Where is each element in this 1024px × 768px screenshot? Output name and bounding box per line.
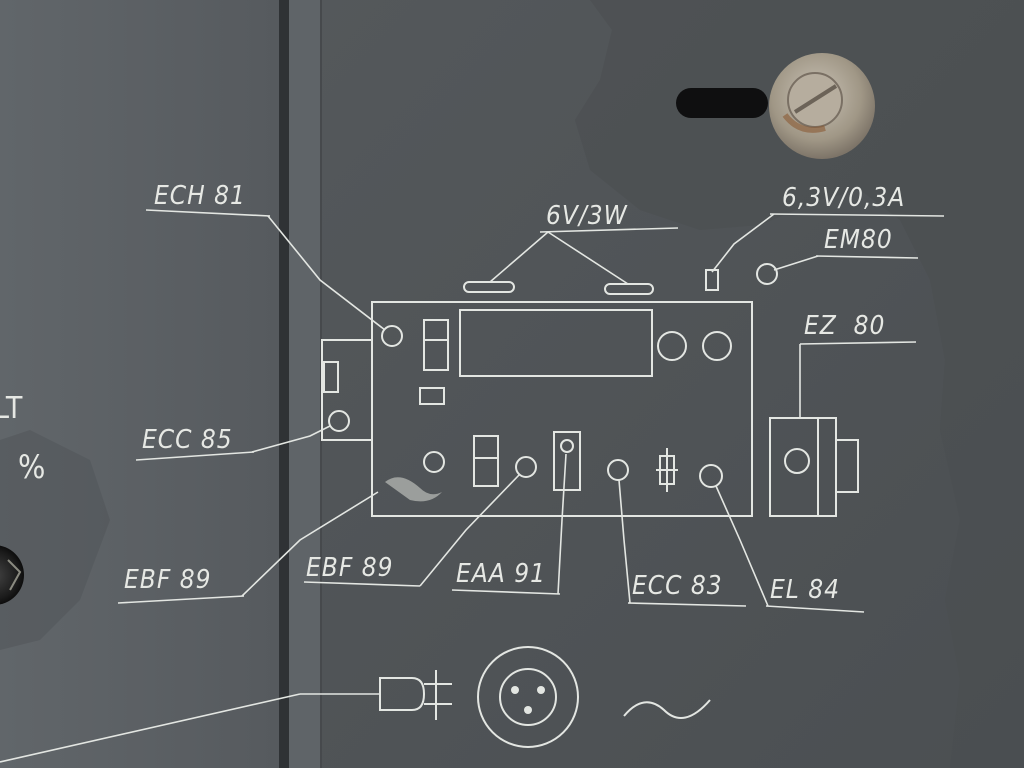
- ez80-underline: [799, 341, 917, 345]
- left-panel: [0, 0, 282, 768]
- plug-symbol: [379, 670, 452, 720]
- el84-underline: [765, 605, 865, 613]
- wear-patch-2: [0, 430, 110, 650]
- ebf89-left-underline: [117, 595, 245, 604]
- dial-window: [459, 309, 653, 377]
- em80-leader: [773, 255, 819, 271]
- socket-large-2: [702, 331, 732, 361]
- mains-leader: [0, 693, 301, 763]
- dial-lamp-left: [463, 281, 515, 293]
- eaa91-leader: [557, 453, 567, 595]
- label-ez80: EZ 80: [804, 311, 885, 341]
- label-ech81: ECH 81: [154, 181, 246, 211]
- socket-ech81: [381, 325, 403, 347]
- mounting-slot: [676, 88, 768, 118]
- ech81-leader: [267, 215, 386, 331]
- indicator-lamp-leader: [711, 213, 775, 273]
- socket-ecc83: [607, 459, 629, 481]
- ebf89-mid-leader: [419, 473, 521, 587]
- ecc85-leader: [251, 425, 331, 453]
- ecc83-leader: [618, 479, 631, 604]
- indicator-lamp: [705, 269, 719, 291]
- label-em80: EM80: [824, 225, 893, 255]
- component-block-1: [423, 319, 449, 371]
- label-ebf89-mid: EBF 89: [306, 553, 393, 583]
- knob: [0, 545, 24, 605]
- ebf89-mid-underline: [303, 581, 421, 587]
- panel-seam-shadow: [279, 0, 289, 768]
- ecc83-underline: [627, 602, 747, 607]
- em80-underline: [815, 255, 919, 259]
- dial-lamp-underline: [539, 227, 679, 233]
- wear-patch: [575, 0, 1024, 768]
- socket-symbol: [477, 646, 579, 748]
- component-block-4: [553, 431, 581, 491]
- capacitor-symbol: [656, 448, 678, 492]
- dial-lamp-leader-left: [489, 231, 549, 283]
- label-ecc83: ECC 83: [632, 571, 723, 601]
- el84-leader: [715, 485, 769, 607]
- left-panel-partial-percent: %: [18, 448, 46, 486]
- socket-el84: [699, 464, 723, 488]
- damage-mark: [385, 477, 442, 502]
- component-block-2: [419, 387, 445, 405]
- label-ebf89-left: EBF 89: [124, 565, 211, 595]
- panel-seam-strip: [289, 0, 321, 768]
- socket-ecc85: [328, 410, 350, 432]
- socket-em80: [756, 263, 778, 285]
- dial-lamp-leader-right: [547, 231, 629, 285]
- label-el84: EL 84: [770, 575, 840, 605]
- rectifier-block: [769, 417, 859, 517]
- label-eaa91: EAA 91: [456, 559, 546, 589]
- knob-highlight: [7, 559, 22, 591]
- ac-symbol: [623, 699, 711, 719]
- dial-lamp-right: [604, 283, 654, 295]
- label-dial-lamps: 6V/3W: [546, 201, 628, 231]
- bracket-block: [323, 361, 339, 393]
- socket-ebf89-a: [423, 451, 445, 473]
- eaa91-underline: [451, 589, 561, 595]
- screw-rust: [782, 113, 826, 133]
- socket-ebf89-b: [515, 456, 537, 478]
- indicator-lamp-underline: [769, 213, 945, 217]
- label-ecc85: ECC 85: [142, 425, 233, 455]
- side-bracket: [321, 339, 372, 441]
- socket-large-1: [657, 331, 687, 361]
- screw-slot: [793, 84, 838, 114]
- ech81-underline: [145, 209, 271, 217]
- label-indicator-lamp: 6,3V/0,3A: [782, 183, 905, 213]
- ecc85-underline: [135, 451, 255, 461]
- left-panel-partial-text: LT: [0, 391, 23, 426]
- component-block-4-socket: [560, 439, 574, 453]
- ebf89-left-leader: [241, 491, 379, 597]
- component-block-3: [473, 435, 499, 487]
